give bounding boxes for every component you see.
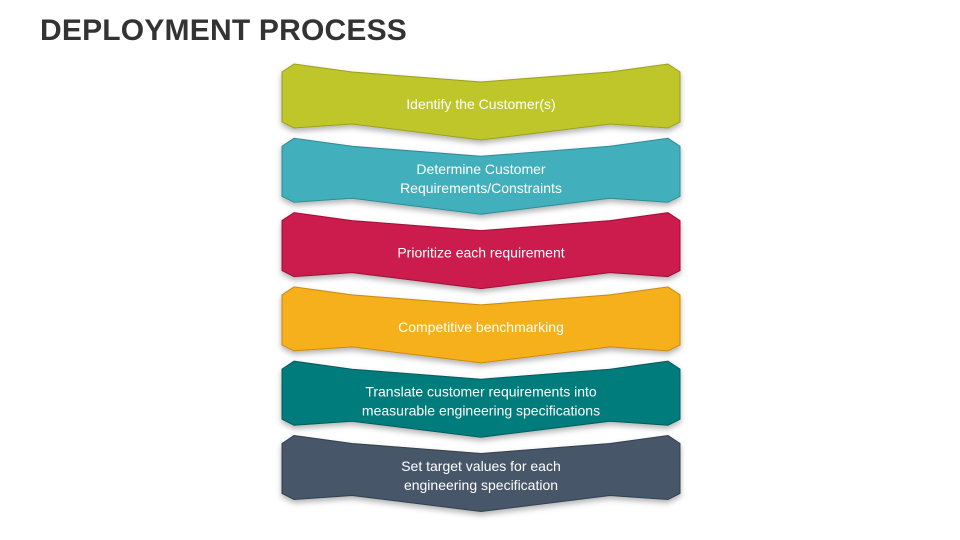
process-step-3: Prioritize each requirement bbox=[281, 212, 681, 290]
step-label-line: Set target values for each bbox=[401, 458, 561, 474]
step-label-line: Competitive benchmarking bbox=[398, 319, 564, 335]
slide-title: DEPLOYMENT PROCESS bbox=[40, 14, 407, 47]
step-banner-shape bbox=[281, 212, 681, 290]
step-label-line: Identify the Customer(s) bbox=[406, 96, 555, 112]
step-label: Identify the Customer(s) bbox=[406, 96, 555, 112]
process-step-5: Translate customer requirements into meas… bbox=[281, 360, 681, 438]
process-step-1: Identify the Customer(s) bbox=[281, 63, 681, 141]
step-label: Competitive benchmarking bbox=[398, 319, 564, 335]
step-label-line: measurable engineering specifications bbox=[362, 403, 600, 419]
step-label-line: Requirements/Constraints bbox=[400, 180, 562, 196]
step-label: Prioritize each requirement bbox=[397, 245, 564, 261]
step-label-line: Determine Customer bbox=[416, 161, 545, 177]
step-banner-shape bbox=[281, 137, 681, 215]
step-banner-shape bbox=[281, 286, 681, 364]
process-step-4: Competitive benchmarking bbox=[281, 286, 681, 364]
process-steps: Identify the Customer(s) Determine Custom… bbox=[281, 63, 681, 513]
step-label-line: Translate customer requirements into bbox=[365, 384, 597, 400]
step-banner-shape bbox=[281, 63, 681, 141]
step-label: Translate customer requirements into meas… bbox=[362, 384, 600, 419]
step-label: Set target values for each engineering sp… bbox=[401, 458, 561, 493]
process-step-6: Set target values for each engineering sp… bbox=[281, 434, 681, 513]
step-label-line: Prioritize each requirement bbox=[397, 245, 564, 261]
step-banner-shape bbox=[281, 360, 681, 438]
step-banner-shape bbox=[281, 434, 681, 513]
step-label-line: engineering specification bbox=[404, 477, 558, 493]
